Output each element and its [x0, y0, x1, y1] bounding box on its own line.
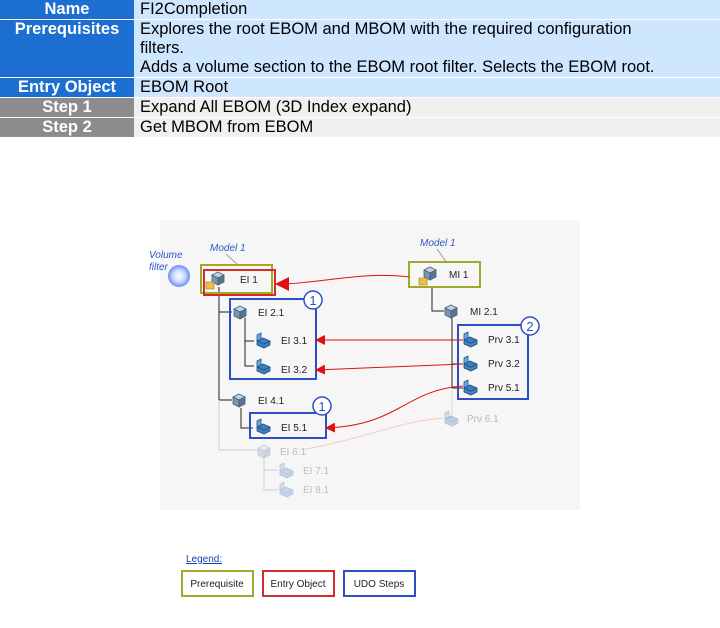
legend-entry-object-label: Entry Object — [270, 579, 325, 590]
volume-filter-icon — [168, 265, 190, 287]
mbom-root-label: MI 1 — [449, 270, 469, 281]
mbom-node-label: Prv 5.1 — [488, 383, 520, 394]
table-row: Step 1 Expand All EBOM (3D Index expand) — [0, 97, 720, 118]
root-link-arrow — [275, 274, 410, 291]
ebom-node-label: EI 3.2 — [281, 365, 308, 376]
ebom-faded-label: EI 7.1 — [303, 466, 330, 477]
name-label: Name — [0, 0, 134, 20]
faded-link-arrow — [299, 417, 445, 451]
link-arrow — [325, 385, 464, 433]
ebom-faded-node: EI 7.1 — [279, 462, 330, 479]
step-marker-label: 2 — [526, 319, 533, 334]
entry-object-value: EBOM Root — [134, 77, 720, 98]
ebom-faded-lines — [218, 400, 278, 491]
ebom-node[interactable]: EI 5.1 — [256, 418, 308, 435]
mbom-faded-node: Prv 6.1 — [444, 410, 499, 427]
prerequisites-line-1: Explores the root EBOM and MBOM with the… — [140, 20, 632, 38]
mbom-root-node[interactable]: MI 1 — [418, 266, 469, 286]
table-row: Prerequisites Explores the root EBOM and… — [0, 19, 720, 78]
ebom-node[interactable]: EI 2.1 — [233, 305, 285, 320]
prerequisites-value: Explores the root EBOM and MBOM with the… — [134, 19, 720, 78]
step-1-value: Expand All EBOM (3D Index expand) — [134, 97, 720, 118]
mbom-node[interactable]: Prv 3.1 — [463, 331, 520, 348]
mbom-model-label: Model 1 — [420, 238, 456, 249]
mbom-prerequisite-frame — [408, 261, 481, 288]
mbom-faded-label: Prv 6.1 — [467, 414, 499, 425]
udo-step-2-frame — [457, 324, 529, 400]
legend-entry-object: Entry Object — [262, 570, 335, 597]
ebom-faded-label: EI 6.1 — [280, 447, 307, 458]
ebom-model-leader — [225, 253, 239, 266]
step-1-label: Step 1 — [0, 97, 134, 118]
table-row: Entry Object EBOM Root — [0, 77, 720, 98]
mbom-node[interactable]: MI 2.1 — [444, 304, 498, 319]
ebom-node-label: EI 2.1 — [258, 308, 285, 319]
legend-udo-steps: UDO Steps — [343, 570, 416, 597]
mbom-node[interactable]: Prv 3.2 — [463, 355, 520, 372]
ebom-node[interactable]: EI 3.2 — [256, 358, 308, 376]
ebom-node[interactable]: EI 3.1 — [256, 332, 308, 349]
mbom-node-label: Prv 3.1 — [488, 335, 520, 346]
ebom-model-label: Model 1 — [210, 243, 246, 254]
mbom-node-label: Prv 3.2 — [488, 359, 520, 370]
legend-prerequisite: Prerequisite — [181, 570, 254, 597]
step-marker-label: 1 — [318, 399, 325, 414]
ebom-root-node[interactable]: EI 1 — [205, 271, 258, 290]
volume-filter-label: Volume — [149, 250, 183, 261]
ebom-tree-lines — [218, 287, 254, 429]
step-2-value: Get MBOM from EBOM — [134, 117, 720, 138]
table-row: Step 2 Get MBOM from EBOM — [0, 117, 720, 138]
ebom-faded-node: EI 6.1 — [257, 444, 307, 459]
prerequisites-label: Prerequisites — [0, 19, 134, 78]
step-marker: 1 — [312, 396, 332, 416]
ebom-faded-label: EI 8.1 — [303, 485, 330, 496]
prerequisites-line-3: Adds a volume section to the EBOM root f… — [140, 58, 655, 76]
info-table: Name FI2Completion Prerequisites Explore… — [0, 0, 720, 138]
step-marker: 1 — [303, 290, 323, 310]
entry-object-label: Entry Object — [0, 77, 134, 98]
mbom-node[interactable]: Prv 5.1 — [463, 379, 520, 396]
mbom-node-label: MI 2.1 — [470, 307, 498, 318]
mbom-model-leader — [436, 248, 448, 264]
ebom-prerequisite-frame — [200, 264, 273, 294]
link-arrow — [315, 363, 464, 375]
ebom-node[interactable]: EI 4.1 — [232, 393, 285, 408]
volume-filter-label-2: filter — [149, 262, 169, 273]
ebom-faded-node: EI 8.1 — [279, 481, 330, 498]
ebom-node-label: EI 3.1 — [281, 336, 308, 347]
legend-udo-steps-label: UDO Steps — [354, 579, 405, 590]
table-row: Name FI2Completion — [0, 0, 720, 20]
prerequisites-line-2: filters. — [140, 39, 185, 57]
ebom-root-label: EI 1 — [240, 275, 258, 286]
legend-title: Legend: — [186, 554, 222, 565]
step-marker: 2 — [520, 316, 540, 336]
step-marker-label: 1 — [309, 293, 316, 308]
name-value: FI2Completion — [134, 0, 720, 20]
ebom-node-label: EI 4.1 — [258, 396, 285, 407]
ebom-node-label: EI 5.1 — [281, 423, 308, 434]
legend-prerequisite-label: Prerequisite — [190, 579, 244, 590]
ebom-entry-object-frame — [203, 269, 276, 296]
step-2-label: Step 2 — [0, 117, 134, 138]
